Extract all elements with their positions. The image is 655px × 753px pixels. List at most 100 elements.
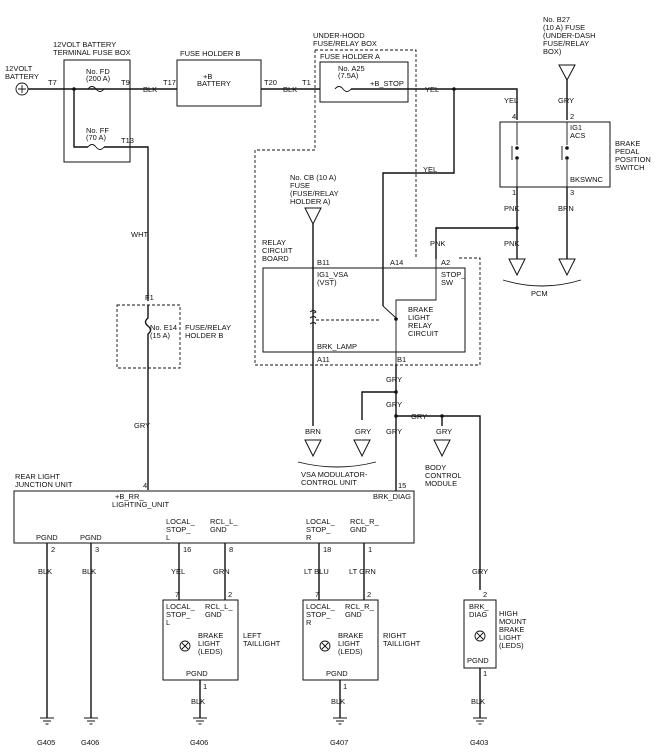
junction-pin-label: RCL_R_ — [350, 517, 380, 526]
wire-color-blk-3: BLK — [38, 567, 52, 576]
ground-icon — [333, 717, 347, 725]
fuse-holder-a-outline — [319, 61, 409, 103]
vsa-connector-icon — [353, 439, 371, 458]
junction-pin-label: STOP_ — [166, 525, 191, 534]
battery-label-2: BATTERY — [5, 72, 39, 81]
junction-pin-number: 1 — [368, 545, 372, 554]
switch-dot — [515, 156, 519, 160]
pcm-label: PCM — [531, 289, 548, 298]
wire-color-pnk-1: PNK — [504, 204, 519, 213]
high-mount-title-1: HIGH — [499, 609, 518, 618]
wire-color-blk-5: BLK — [191, 697, 205, 706]
bcm-connector-icon — [433, 439, 451, 458]
bcm-label-2: CONTROL — [425, 471, 462, 480]
left-title-1: LEFT — [243, 631, 262, 640]
fuse-holder-b-title: FUSE HOLDER B — [180, 49, 240, 58]
brake-switch-pin-1: 1 — [512, 188, 516, 197]
left-pin-7: 7 — [175, 590, 179, 599]
under-hood-outline-top — [315, 49, 417, 258]
wire-color-yel-4: YEL — [171, 567, 185, 576]
relay-board-title-3: BOARD — [262, 254, 289, 263]
ground-label: G403 — [470, 738, 488, 747]
relay-circuit-label-3: RELAY — [408, 321, 432, 330]
under-hood-title-1: UNDER-HOOD — [313, 31, 365, 40]
terminal-fuse-box-title-1: 12VOLT BATTERY — [53, 40, 116, 49]
relay-board-title-1: RELAY — [262, 238, 286, 247]
wire-color-gry-2: GRY — [386, 400, 402, 409]
junction-pin-label: R — [306, 533, 312, 542]
wire-color-gry-8: GRY — [472, 567, 488, 576]
fuse-e14-holder-2: HOLDER B — [185, 331, 223, 340]
fuse-b27-label-5: BOX) — [543, 47, 562, 56]
pin-t1: T1 — [302, 78, 311, 87]
vsa-connector-icon — [304, 439, 322, 458]
wire-color-pnk-2: PNK — [504, 239, 519, 248]
brake-switch-acs: ACS — [570, 131, 585, 140]
left-light: LIGHT — [198, 639, 221, 648]
fuse-e14-label-1: No. E14 — [150, 323, 177, 332]
wire-color-grn: GRN — [213, 567, 230, 576]
wire-yel-relay — [382, 89, 455, 306]
brake-switch-title-1: BRAKE — [615, 139, 640, 148]
fuse-fd-label-2: (200 A) — [86, 74, 111, 83]
left-taillight: 7 2 LOCAL_ STOP_ L RCL_L_ GND BRAKE LIGH… — [162, 590, 281, 691]
relay-circuit-board: RELAY CIRCUIT BOARD B11 A14 A2 IG1_VSA (… — [262, 238, 466, 365]
left-pin-1: 1 — [203, 682, 207, 691]
fuse-cb-label-3: (FUSE/RELAY — [290, 189, 339, 198]
terminal-fuse-box-outline — [63, 59, 131, 163]
brake-switch-title-2: PEDAL — [615, 147, 640, 156]
pcm-connector-icon — [558, 258, 576, 277]
fuse-cb-label-1: No. CB (10 A) — [290, 173, 337, 182]
wire-color-brn-2: BRN — [305, 427, 321, 436]
bcm-label-1: BODY — [425, 463, 446, 472]
junction-lighting: LIGHTING_UNIT — [112, 500, 170, 509]
right-bulb-icon — [319, 640, 331, 652]
vsa-label-1: VSA MODULATOR- — [301, 470, 368, 479]
left-bulb-cross — [181, 642, 189, 650]
junction-pin-label: RCL_L_ — [210, 517, 238, 526]
fuse-fd-icon — [87, 86, 105, 92]
wire-color-gry-1: GRY — [386, 375, 402, 384]
relay-board-outline — [262, 267, 466, 353]
brake-switch-pin-4: 4 — [512, 112, 516, 121]
wire-color-blk-1: BLK — [143, 85, 157, 94]
junction-plus-b: +B_RR_ — [115, 492, 144, 501]
high-mount-bulb-cross — [476, 632, 484, 640]
battery-label-1: 12VOLT — [5, 64, 33, 73]
brake-switch-ig1: IG1 — [570, 123, 582, 132]
bcm-label-3: MODULE — [425, 479, 457, 488]
pcm-connector-icon — [508, 258, 526, 277]
junction-pin-number: 8 — [229, 545, 233, 554]
under-hood-title-2: FUSE/RELAY BOX — [313, 39, 377, 48]
high-mount-title-3: BRAKE — [499, 625, 524, 634]
junction-pin-number: 16 — [183, 545, 191, 554]
high-mount-pgnd: PGND — [467, 656, 489, 665]
high-mount-bulb-icon — [474, 630, 486, 642]
left-stop: STOP_ — [166, 610, 191, 619]
switch-dot — [565, 156, 569, 160]
pin-a2: A2 — [441, 258, 450, 267]
wire-color-pnk-3: PNK — [430, 239, 445, 248]
junction-pin-number: 2 — [51, 545, 55, 554]
junction-pin-label: GND — [350, 525, 367, 534]
fuse-e14-label-2: (15 A) — [150, 331, 171, 340]
high-mount-title-5: (LEDS) — [499, 641, 524, 650]
wire-color-gry-5: GRY — [436, 427, 452, 436]
fuse-e14: F1 No. E14 (15 A) FUSE/RELAY HOLDER B — [116, 293, 231, 369]
junction-pin-label: PGND — [80, 533, 102, 542]
high-mount-title-4: LIGHT — [499, 633, 522, 642]
ground-icon — [473, 717, 487, 725]
junction-pins: PGND2PGND3LOCAL_STOP_L16RCL_L_GND8LOCAL_… — [36, 517, 380, 554]
wire-color-yel-1: YEL — [425, 85, 439, 94]
wire-color-blk-2: BLK — [283, 85, 297, 94]
brake-switch-outline — [499, 121, 611, 188]
right-local: LOCAL_ — [306, 602, 336, 611]
right-rcl: RCL_R_ — [345, 602, 375, 611]
relay-sw: SW — [441, 278, 454, 287]
wire-gry-highmount — [396, 415, 481, 590]
wire-color-ltgrn: LT GRN — [349, 567, 376, 576]
ground-label: G405 — [37, 738, 55, 747]
junction-pin-number: 18 — [323, 545, 331, 554]
right-pin-7: 7 — [315, 590, 319, 599]
